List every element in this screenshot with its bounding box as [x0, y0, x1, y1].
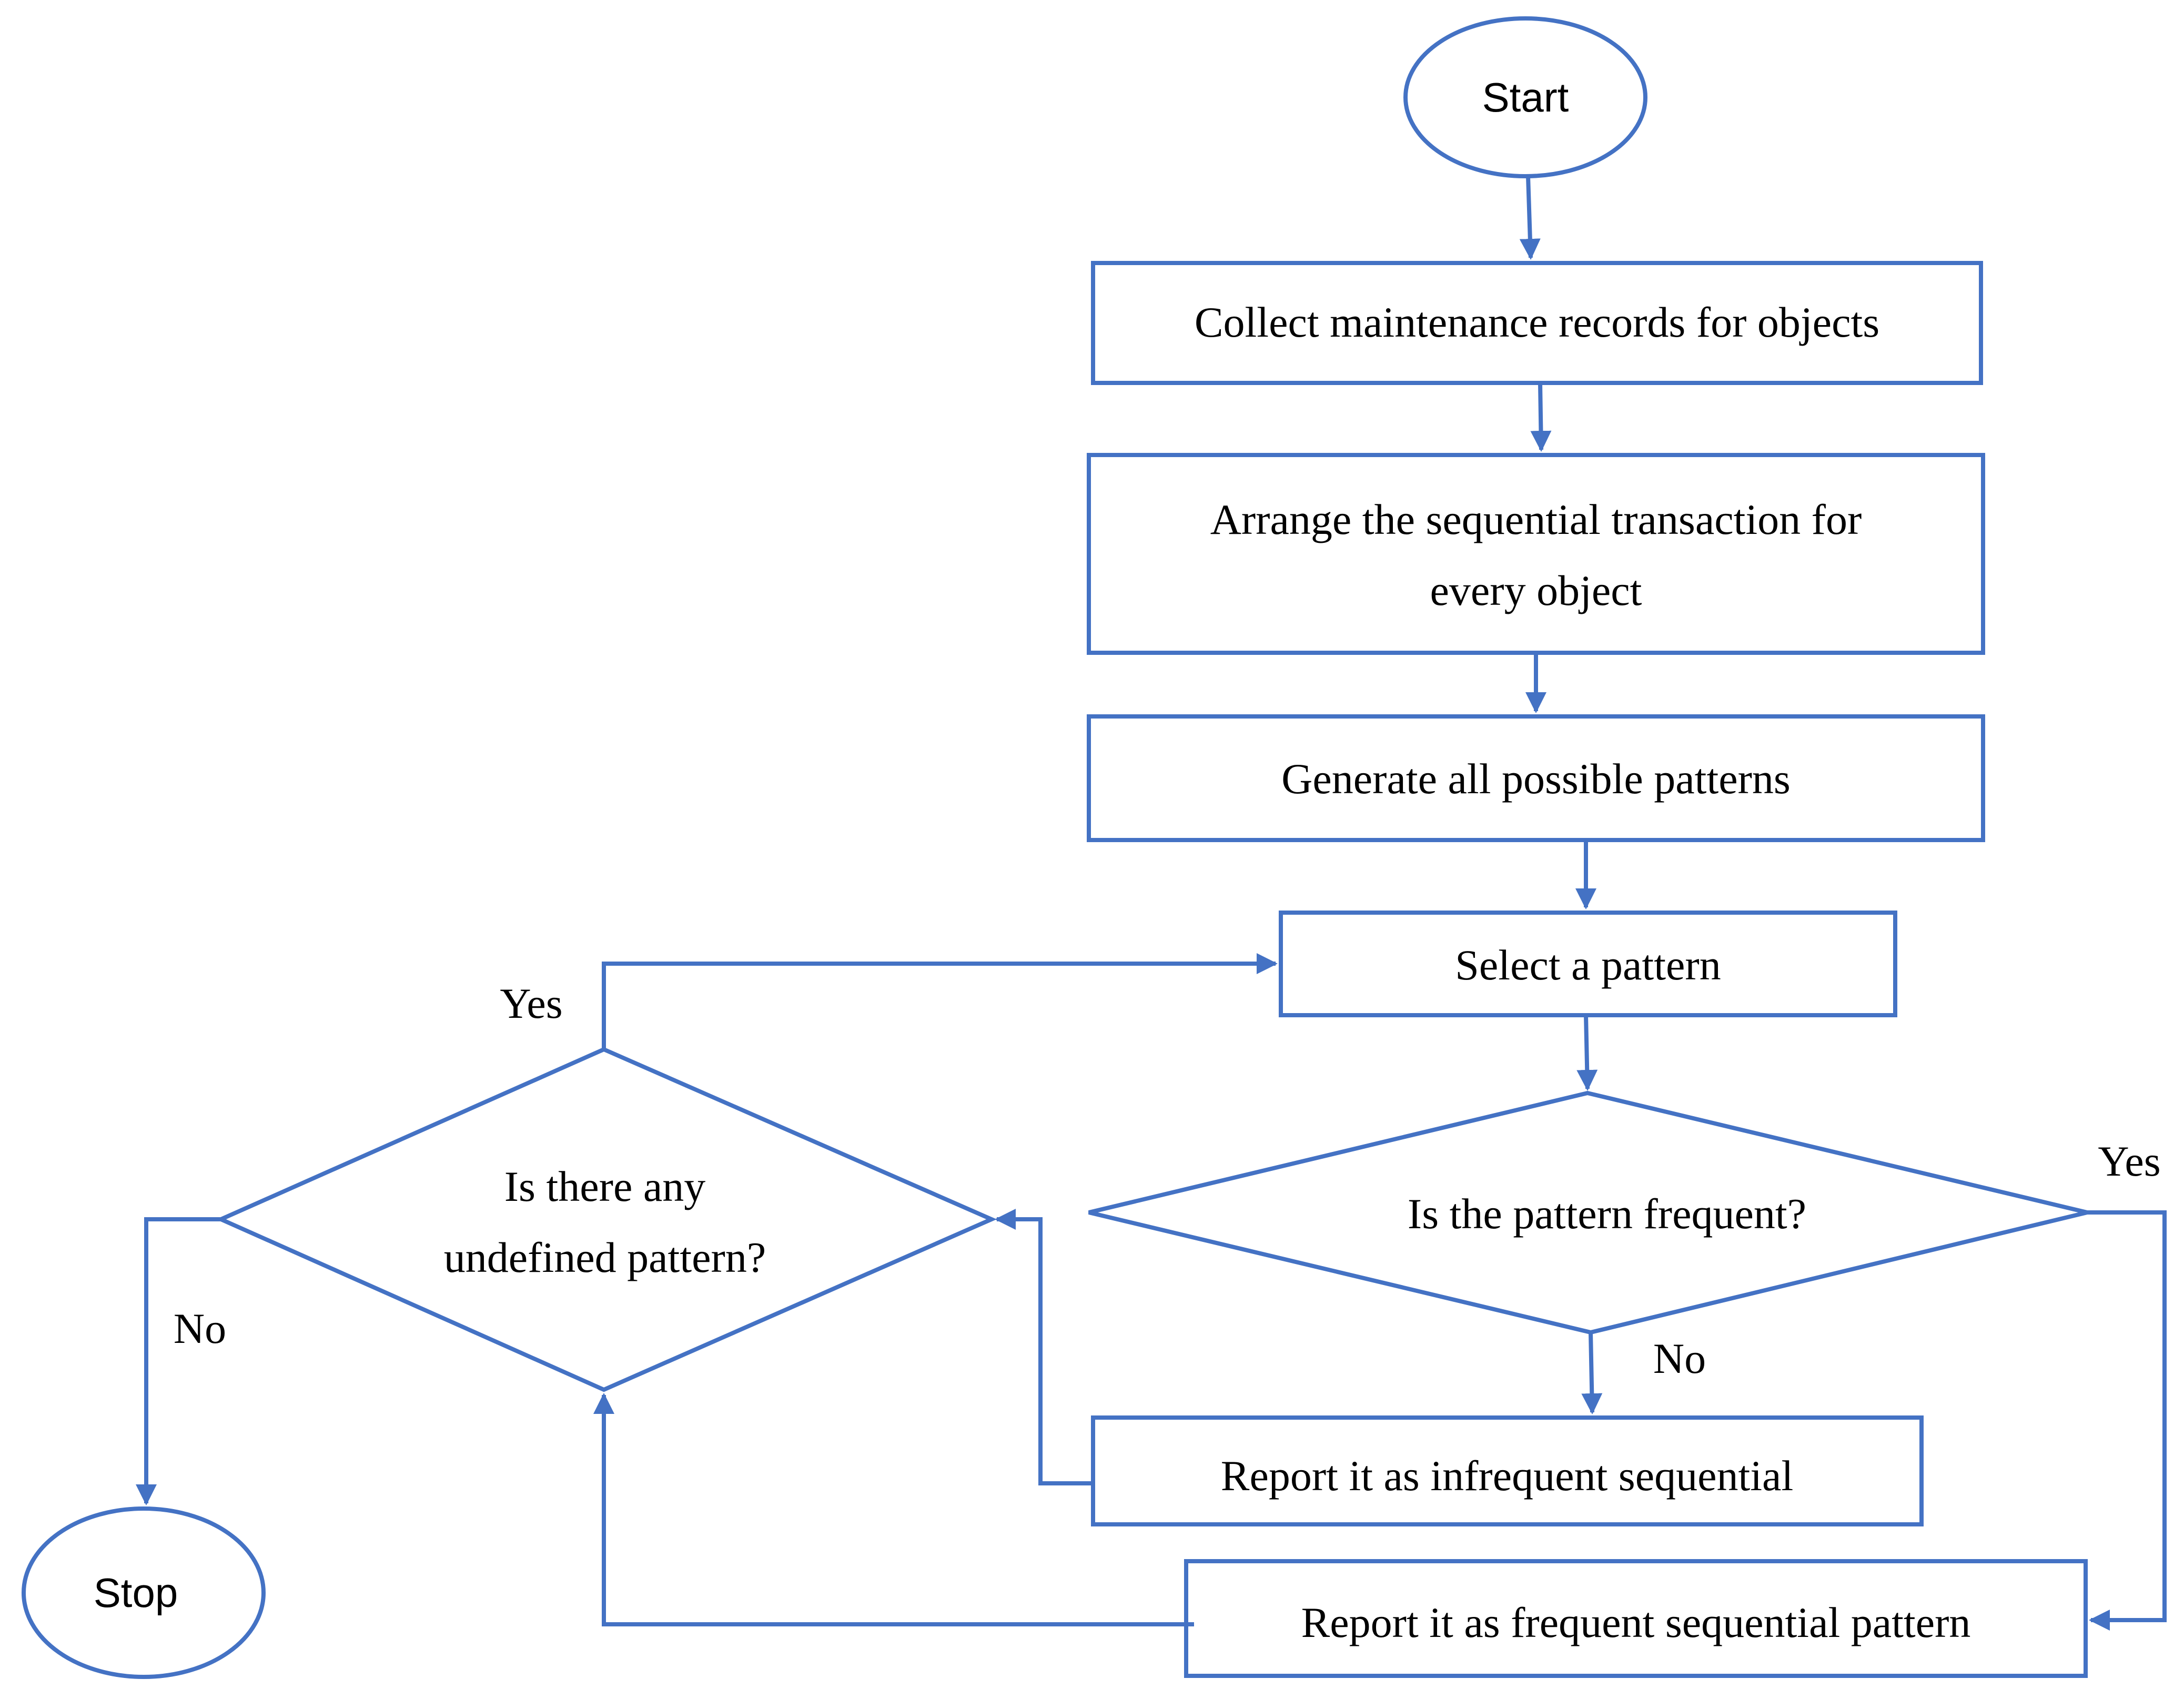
stop-label: Stop: [94, 1570, 178, 1616]
generate-patterns-step: Generate all possible patterns: [1087, 714, 1985, 842]
undefined-decision-label-line1: Is there any: [504, 1162, 706, 1210]
frequent-decision: Is the pattern frequent?: [1088, 1090, 2088, 1335]
edge-label-frequent-no: No: [1653, 1334, 1706, 1382]
report-frequent-label: Report it as frequent sequential pattern: [1301, 1599, 1971, 1646]
edge-label-undefined-yes: Yes: [500, 979, 562, 1027]
arrange-label-line1: Arrange the sequential transaction for: [1210, 495, 1862, 543]
frequent-decision-label: Is the pattern frequent?: [1408, 1190, 1806, 1238]
stop-terminator: Stop: [22, 1506, 266, 1679]
arrange-label-line2: every object: [1430, 567, 1642, 614]
connector-frequent-no-to-report-infrequent: [1581, 1332, 1603, 1414]
start-label: Start: [1482, 74, 1569, 120]
collect-records-step: Collect maintenance records for objects: [1091, 261, 1983, 385]
connector-undefined-no-to-stop: [136, 1217, 221, 1505]
edge-label-frequent-yes: Yes: [2098, 1137, 2160, 1185]
connector-undefined-yes-to-select: [602, 953, 1278, 1049]
arrange-transactions-step: Arrange the sequential transaction for e…: [1087, 453, 1985, 655]
select-pattern-label: Select a pattern: [1455, 941, 1721, 989]
connector-report-infrequent-to-undefined-decision: [995, 1209, 1093, 1485]
generate-patterns-label: Generate all possible patterns: [1281, 755, 1791, 803]
connector-start-to-collect: [1519, 176, 1541, 260]
connector-select-to-frequent-decision: [1576, 1015, 1598, 1091]
connector-frequent-yes-to-report-frequent: [2087, 1210, 2167, 1631]
start-terminator: Start: [1403, 16, 1647, 178]
edge-label-undefined-no: No: [174, 1304, 226, 1352]
report-infrequent-step: Report it as infrequent sequential: [1091, 1415, 1924, 1526]
undefined-decision: Is there any undefined pattern?: [216, 1047, 997, 1392]
report-frequent-step: Report it as frequent sequential pattern: [1184, 1559, 2088, 1678]
collect-records-label: Collect maintenance records for objects: [1195, 298, 1879, 346]
connector-report-frequent-to-undefined-decision: [593, 1393, 1194, 1626]
select-pattern-step: Select a pattern: [1279, 911, 1897, 1017]
connector-collect-to-arrange: [1530, 382, 1552, 452]
undefined-decision-label-line2: undefined pattern?: [444, 1233, 766, 1281]
report-infrequent-label: Report it as infrequent sequential: [1221, 1452, 1793, 1500]
